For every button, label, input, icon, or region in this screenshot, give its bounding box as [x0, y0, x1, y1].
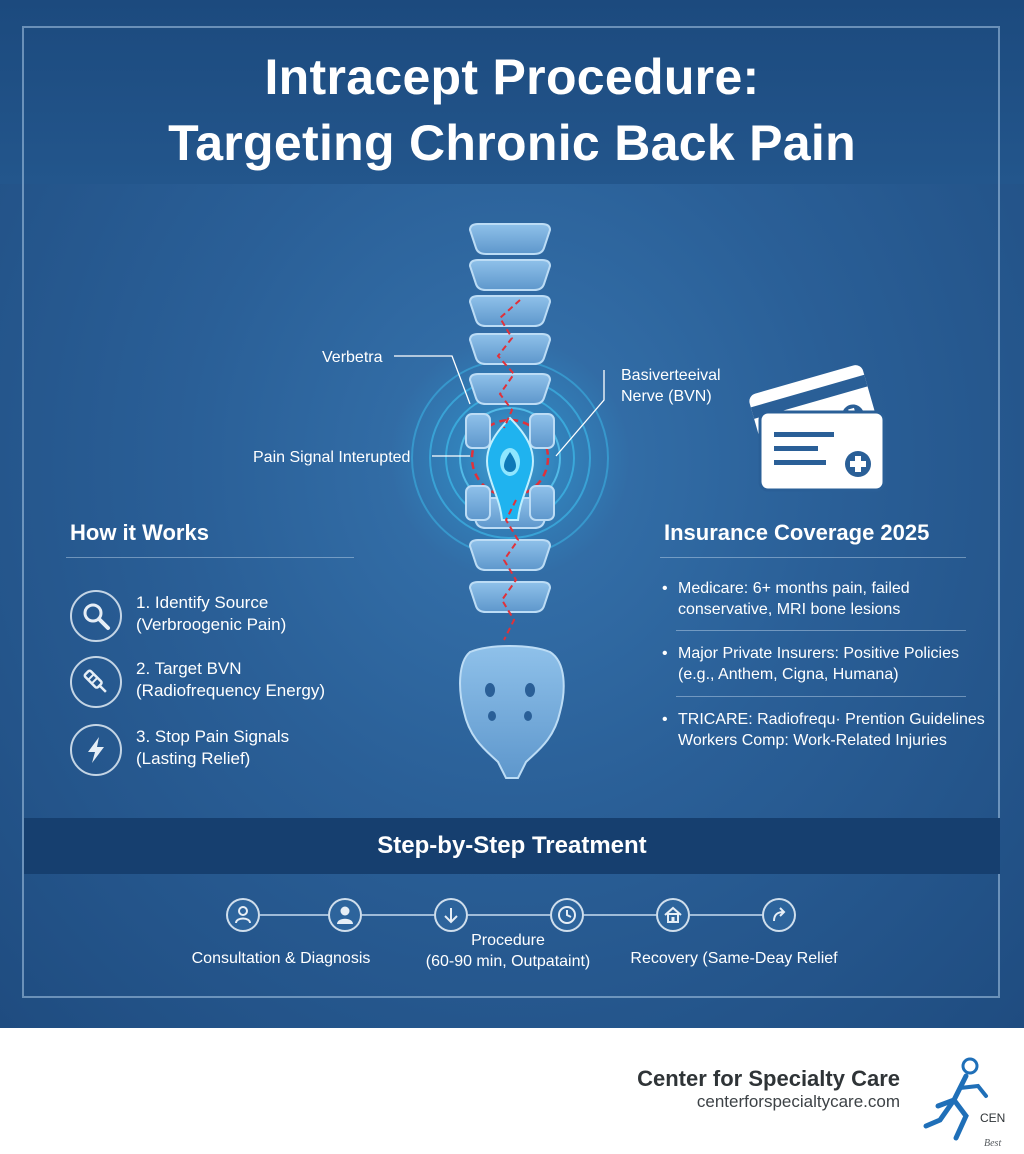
- infographic-poster: Intracept Procedure: Targeting Chronic B…: [0, 0, 1024, 1028]
- step-label-line: (60-90 min, Outpataint): [425, 953, 591, 970]
- how-item-title: 1. Identify Source: [136, 593, 269, 612]
- how-item-stop: 3. Stop Pain Signals (Lasting Relief): [70, 724, 390, 776]
- vertebra-segment: [529, 413, 555, 449]
- logo-text: CEN: [980, 1111, 1005, 1125]
- vertebra: [468, 333, 552, 365]
- how-item-subtitle: (Verbroogenic Pain): [136, 615, 287, 634]
- vertebra: [468, 581, 552, 613]
- pain-signal-label: Pain Signal Interupted: [253, 449, 411, 466]
- step-connector: [690, 914, 762, 916]
- leader-lines: [394, 355, 605, 457]
- insurance-item-tricare: • TRICARE: Radiofrequ· Prention Guidelin…: [662, 709, 1002, 753]
- insurance-item-line: conservative, MRI bone lesions: [678, 601, 901, 618]
- insurance-heading: Insurance Coverage 2025: [664, 520, 930, 545]
- step-label-procedure: Procedure (60-90 min, Outpataint): [398, 930, 618, 972]
- nerve-signal-path: [496, 299, 521, 641]
- magnifier-icon: [70, 590, 122, 642]
- insurance-divider: [676, 630, 966, 631]
- step-label-recovery: Recovery (Same-Deay Relief: [614, 948, 854, 969]
- return-arrow-icon: [762, 898, 796, 932]
- insurance-item-line: TRICARE: Radiofrequ· Prention Guidelines: [678, 711, 985, 728]
- insurance-item-line: (e.g., Anthem, Cigna, Humana): [678, 666, 899, 683]
- vertebra: [468, 373, 552, 405]
- vertebra-segment: [529, 485, 555, 521]
- step-label-line: Consultation & Diagnosis: [191, 950, 371, 967]
- footer-organization-name: Center for Specialty Care: [637, 1066, 900, 1091]
- nerve-label-line-1: Basiverteeival: [621, 367, 721, 384]
- logo-tagline: Best: [984, 1138, 1001, 1149]
- how-it-works-rule: [66, 557, 354, 558]
- vertebra-segment: [465, 485, 491, 521]
- how-item-subtitle: (Lasting Relief): [136, 749, 251, 768]
- runner-logo-icon: CEN Best: [923, 1057, 1005, 1149]
- insurance-item-line: Medicare: 6+ months pain, failed: [678, 580, 910, 597]
- home-icon: [656, 898, 690, 932]
- sacrum: [459, 645, 565, 779]
- insurance-item-medicare: • Medicare: 6+ months pain, failed conse…: [662, 578, 1002, 622]
- how-item-identify: 1. Identify Source (Verbroogenic Pain): [70, 590, 390, 642]
- insurance-card-icon: [749, 365, 886, 492]
- step-label-line: Recovery (Same-Deay Relief: [630, 950, 838, 967]
- user-icon: [328, 898, 362, 932]
- target-disc: [486, 416, 534, 521]
- lightning-icon: [70, 724, 122, 776]
- title-band: [0, 0, 1024, 184]
- how-item-title: 3. Stop Pain Signals: [136, 727, 290, 746]
- bullet: •: [662, 580, 668, 597]
- step-band: Step-by-Step Treatment: [24, 818, 1000, 874]
- how-item-subtitle: (Radiofrequency Energy): [136, 681, 325, 700]
- vertebra: [468, 259, 552, 291]
- insurance-rule: [660, 557, 966, 558]
- insurance-item-line: Major Private Insurers: Positive Policie…: [678, 645, 959, 662]
- vertebra-segment: [465, 413, 491, 449]
- vertebra: [468, 539, 552, 571]
- footer-website-link[interactable]: centerforspecialtycare.com: [696, 1092, 900, 1111]
- step-label-line: Procedure: [471, 932, 545, 949]
- vertebra: [468, 295, 552, 327]
- steps-heading: Step-by-Step Treatment: [377, 832, 647, 859]
- insurance-divider: [676, 696, 966, 697]
- step-connector: [362, 914, 434, 916]
- vertebrae-column: [465, 223, 555, 613]
- probe-icon: [70, 656, 122, 708]
- insurance-item-private: • Major Private Insurers: Positive Polic…: [662, 643, 1002, 687]
- how-item-target: 2. Target BVN (Radiofrequency Energy): [70, 656, 390, 708]
- how-item-title: 2. Target BVN: [136, 659, 242, 678]
- vertebra: [468, 223, 552, 255]
- user-group-icon: [226, 898, 260, 932]
- how-it-works-heading: How it Works: [70, 520, 209, 545]
- step-label-consultation: Consultation & Diagnosis: [176, 948, 386, 969]
- nerve-label-line-2: Nerve (BVN): [621, 388, 712, 405]
- step-connector: [468, 914, 550, 916]
- insurance-item-line: Workers Comp: Work-Related Injuries: [678, 732, 947, 749]
- clock-icon: [550, 898, 584, 932]
- arrow-down-icon: [434, 898, 468, 932]
- bullet: •: [662, 645, 668, 662]
- page-title-line-1: Intracept Procedure:: [264, 49, 760, 105]
- spine-diagram: [390, 223, 630, 779]
- vertebra-label: Verbetra: [322, 349, 383, 366]
- step-connector: [584, 914, 656, 916]
- bullet: •: [662, 711, 668, 728]
- footer: Center for Specialty Care centerforspeci…: [0, 1028, 1024, 1154]
- page-title-line-2: Targeting Chronic Back Pain: [168, 115, 856, 171]
- step-connector: [260, 914, 328, 916]
